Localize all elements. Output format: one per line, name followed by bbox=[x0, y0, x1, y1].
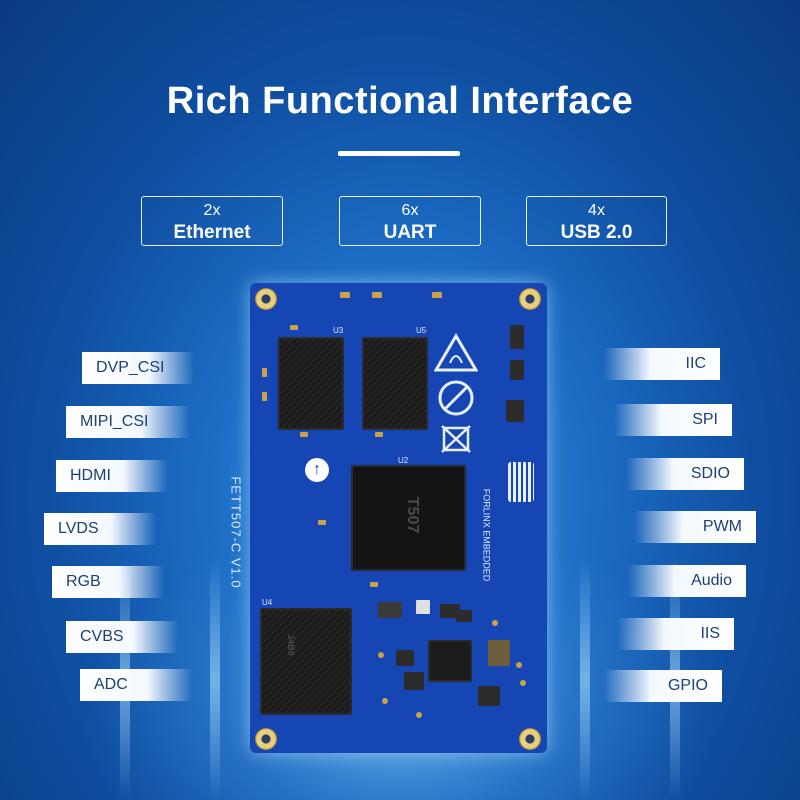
interface-label-iis: IIS bbox=[618, 618, 734, 650]
test-point bbox=[492, 620, 498, 626]
spec-ethernet: 2x Ethernet bbox=[141, 196, 283, 246]
mounting-hole bbox=[519, 728, 541, 750]
brand-text: FORLINX EMBEDDED bbox=[481, 488, 492, 582]
solder-pad bbox=[262, 368, 267, 377]
smd-component bbox=[456, 610, 472, 622]
interface-label-spi: SPI bbox=[614, 404, 732, 436]
solder-pad bbox=[262, 392, 267, 401]
cpu-chip bbox=[351, 465, 466, 571]
crystal-oscillator bbox=[416, 600, 430, 614]
spec-count: 4x bbox=[588, 202, 605, 219]
interface-label-cvbs: CVBS bbox=[66, 621, 178, 653]
interface-label-gpio: GPIO bbox=[604, 670, 722, 702]
solder-pad bbox=[300, 432, 308, 437]
chip-designator: U4 bbox=[262, 598, 273, 607]
test-point bbox=[416, 712, 422, 718]
smd-component bbox=[506, 400, 524, 422]
interface-label-lvds: LVDS bbox=[44, 513, 156, 545]
smd-component bbox=[488, 640, 510, 666]
page-title: Rich Functional Interface bbox=[166, 80, 634, 122]
weee-icon bbox=[441, 425, 471, 453]
interface-label-pwm: PWM bbox=[634, 511, 756, 543]
interface-label-iic: IIC bbox=[604, 348, 720, 380]
test-point bbox=[516, 662, 522, 668]
smd-component bbox=[378, 602, 402, 618]
smd-component bbox=[510, 325, 524, 349]
emmc-marking: J4B9 bbox=[285, 634, 296, 656]
interface-label-hdmi: HDMI bbox=[56, 460, 168, 492]
interface-label-sdio: SDIO bbox=[626, 458, 744, 490]
solder-pad bbox=[372, 292, 382, 298]
ram-chip-1 bbox=[278, 337, 344, 430]
test-point bbox=[382, 698, 388, 704]
spec-uart: 6x UART bbox=[339, 196, 481, 246]
chip-designator: U5 bbox=[416, 326, 427, 335]
board-model-text: FETT507-C V1.0 bbox=[228, 476, 244, 589]
mounting-hole bbox=[255, 728, 277, 750]
title-underline bbox=[338, 151, 460, 156]
spec-count: 2x bbox=[203, 202, 221, 219]
interface-label-audio: Audio bbox=[628, 565, 746, 597]
mounting-hole bbox=[519, 288, 541, 310]
pmic-chip bbox=[428, 640, 472, 682]
solder-pad bbox=[340, 292, 350, 298]
test-point bbox=[520, 680, 526, 686]
arrow-up-icon: ↑ bbox=[305, 458, 329, 482]
spec-count: 6x bbox=[401, 202, 419, 219]
interface-label-mipi-csi: MIPI_CSI bbox=[66, 406, 190, 438]
ram-chip-2 bbox=[362, 337, 428, 430]
smd-component bbox=[396, 650, 414, 666]
solder-pad bbox=[375, 432, 383, 437]
interface-label-dvp-csi: DVP_CSI bbox=[82, 352, 194, 384]
brand-logo-icon bbox=[508, 462, 534, 502]
spec-name: UART bbox=[383, 222, 437, 243]
light-beam bbox=[210, 560, 220, 800]
cpu-marking: T507 bbox=[404, 496, 422, 534]
smd-component bbox=[478, 686, 500, 706]
emmc-chip bbox=[260, 608, 352, 715]
interface-label-rgb: RGB bbox=[52, 566, 164, 598]
solder-pad bbox=[432, 292, 442, 298]
solder-pad bbox=[370, 582, 378, 587]
test-point bbox=[378, 652, 384, 658]
spec-name: Ethernet bbox=[173, 222, 251, 243]
chip-designator: U3 bbox=[333, 326, 344, 335]
smd-component bbox=[404, 672, 424, 690]
chip-designator: U2 bbox=[398, 456, 409, 465]
smd-component bbox=[440, 604, 460, 618]
smd-component bbox=[510, 360, 524, 380]
mounting-hole bbox=[255, 288, 277, 310]
solder-pad bbox=[318, 520, 326, 525]
interface-label-adc: ADC bbox=[80, 669, 192, 701]
light-beam bbox=[580, 560, 590, 800]
solder-pad bbox=[290, 325, 298, 330]
spec-name: USB 2.0 bbox=[560, 222, 633, 243]
esd-warning-icon bbox=[434, 333, 478, 372]
spec-usb: 4x USB 2.0 bbox=[526, 196, 667, 246]
no-disposal-icon bbox=[438, 380, 474, 416]
